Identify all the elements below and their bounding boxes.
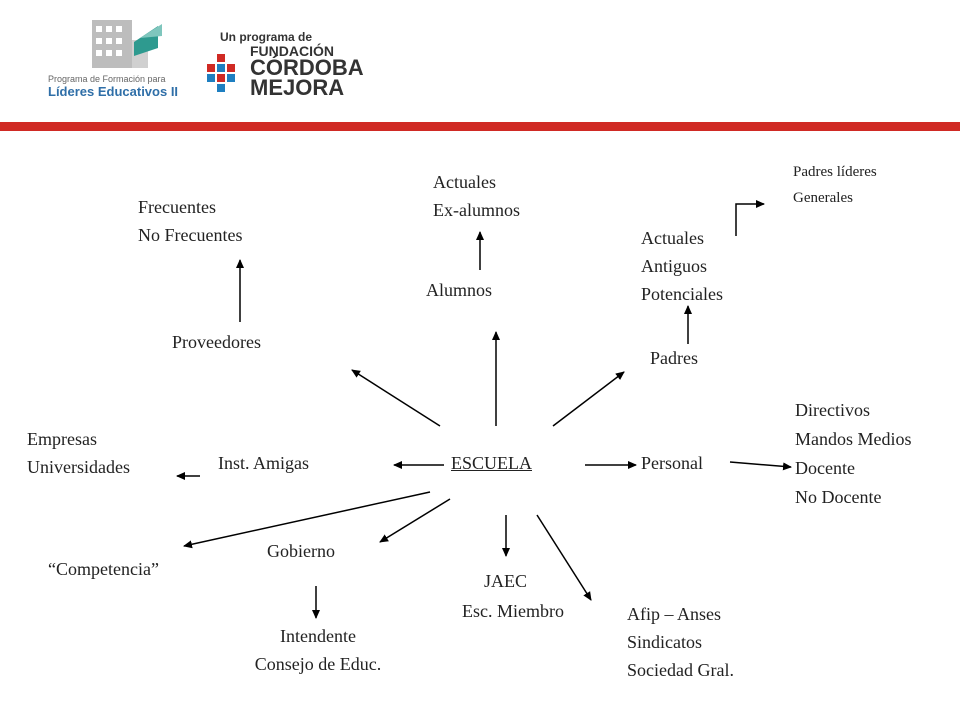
proveedores-child-1: Frecuentes (138, 197, 216, 217)
cordoba-mejora-logo-icon (207, 54, 235, 92)
building-logo-icon (92, 20, 162, 68)
gobierno-node: Gobierno (267, 541, 335, 561)
arrow-escuela-otros (536, 514, 592, 601)
arrow-padres-lideres (735, 200, 765, 236)
arrow-personal-docente (729, 461, 792, 471)
gobierno-children: Intendente Consejo de Educ. (238, 622, 398, 678)
personal-node: Personal (641, 453, 703, 473)
otros-children: Afip – Anses Sindicatos Sociedad Gral. (627, 600, 734, 684)
alumnos-children: Actuales Ex-alumnos (433, 168, 520, 224)
logo-right-line3: CÓRDOBA (250, 55, 364, 80)
alumnos-child-1: Actuales (433, 172, 496, 192)
header-divider (0, 122, 960, 131)
personal-child-1: Directivos (795, 400, 870, 420)
gobierno-child-2: Consejo de Educ. (254, 654, 382, 674)
jaec-node: JAEC (484, 571, 528, 591)
otros-child-1: Afip – Anses (627, 604, 721, 624)
logo-left-line2: Líderes Educativos II (48, 84, 179, 99)
otros-child-2: Sindicatos (627, 632, 702, 652)
arrow-escuela-padres (552, 371, 625, 427)
arrow-escuela-proveedores (351, 369, 441, 427)
padres-node: Padres (650, 348, 698, 368)
jaec-sub: Esc. Miembro (462, 601, 564, 621)
inst-amigas-child-1: Empresas (27, 429, 97, 449)
padres-child-1: Actuales (641, 228, 704, 248)
logo-left-line1: Programa de Formación para (48, 74, 166, 84)
personal-child-3: Docente (795, 458, 855, 478)
escuela-node: ESCUELA (451, 453, 532, 473)
padres-grandchild-2: Generales (793, 190, 853, 206)
arrow-escuela-gobierno (379, 498, 451, 543)
competencia-node: “Competencia” (48, 559, 159, 579)
padres-children: Actuales Antiguos Potenciales (641, 224, 723, 308)
padres-child-3: Potenciales (641, 284, 723, 304)
inst-amigas-child-2: Universidades (27, 457, 130, 477)
proveedores-node: Proveedores (172, 332, 261, 352)
proveedores-children: Frecuentes No Frecuentes (138, 193, 242, 249)
otros-child-3: Sociedad Gral. (627, 660, 734, 680)
padres-child-2: Antiguos (641, 256, 708, 276)
proveedores-child-2: No Frecuentes (138, 225, 243, 245)
logo-right-line1: Un programa de (220, 30, 313, 44)
padres-grandchild-1: Padres líderes (793, 164, 877, 180)
logo-right-line4: MEJORA (250, 75, 345, 100)
personal-child-4: No Docente (795, 487, 882, 507)
inst-amigas-node: Inst. Amigas (218, 453, 310, 473)
header: Programa de Formación para Líderes Educa… (0, 0, 960, 122)
alumnos-child-2: Ex-alumnos (433, 200, 520, 220)
alumnos-node: Alumnos (426, 280, 493, 300)
logo-right-line2: FUNDACIÓN (250, 43, 334, 59)
arrow-escuela-competencia (183, 491, 431, 549)
gobierno-child-1: Intendente (280, 626, 356, 646)
personal-child-2: Mandos Medios (795, 429, 912, 449)
padres-grandchildren: Padres líderes Generales (793, 159, 877, 211)
personal-children: Directivos Mandos Medios Docente No Doce… (795, 396, 912, 512)
inst-amigas-children: Empresas Universidades (27, 425, 130, 481)
